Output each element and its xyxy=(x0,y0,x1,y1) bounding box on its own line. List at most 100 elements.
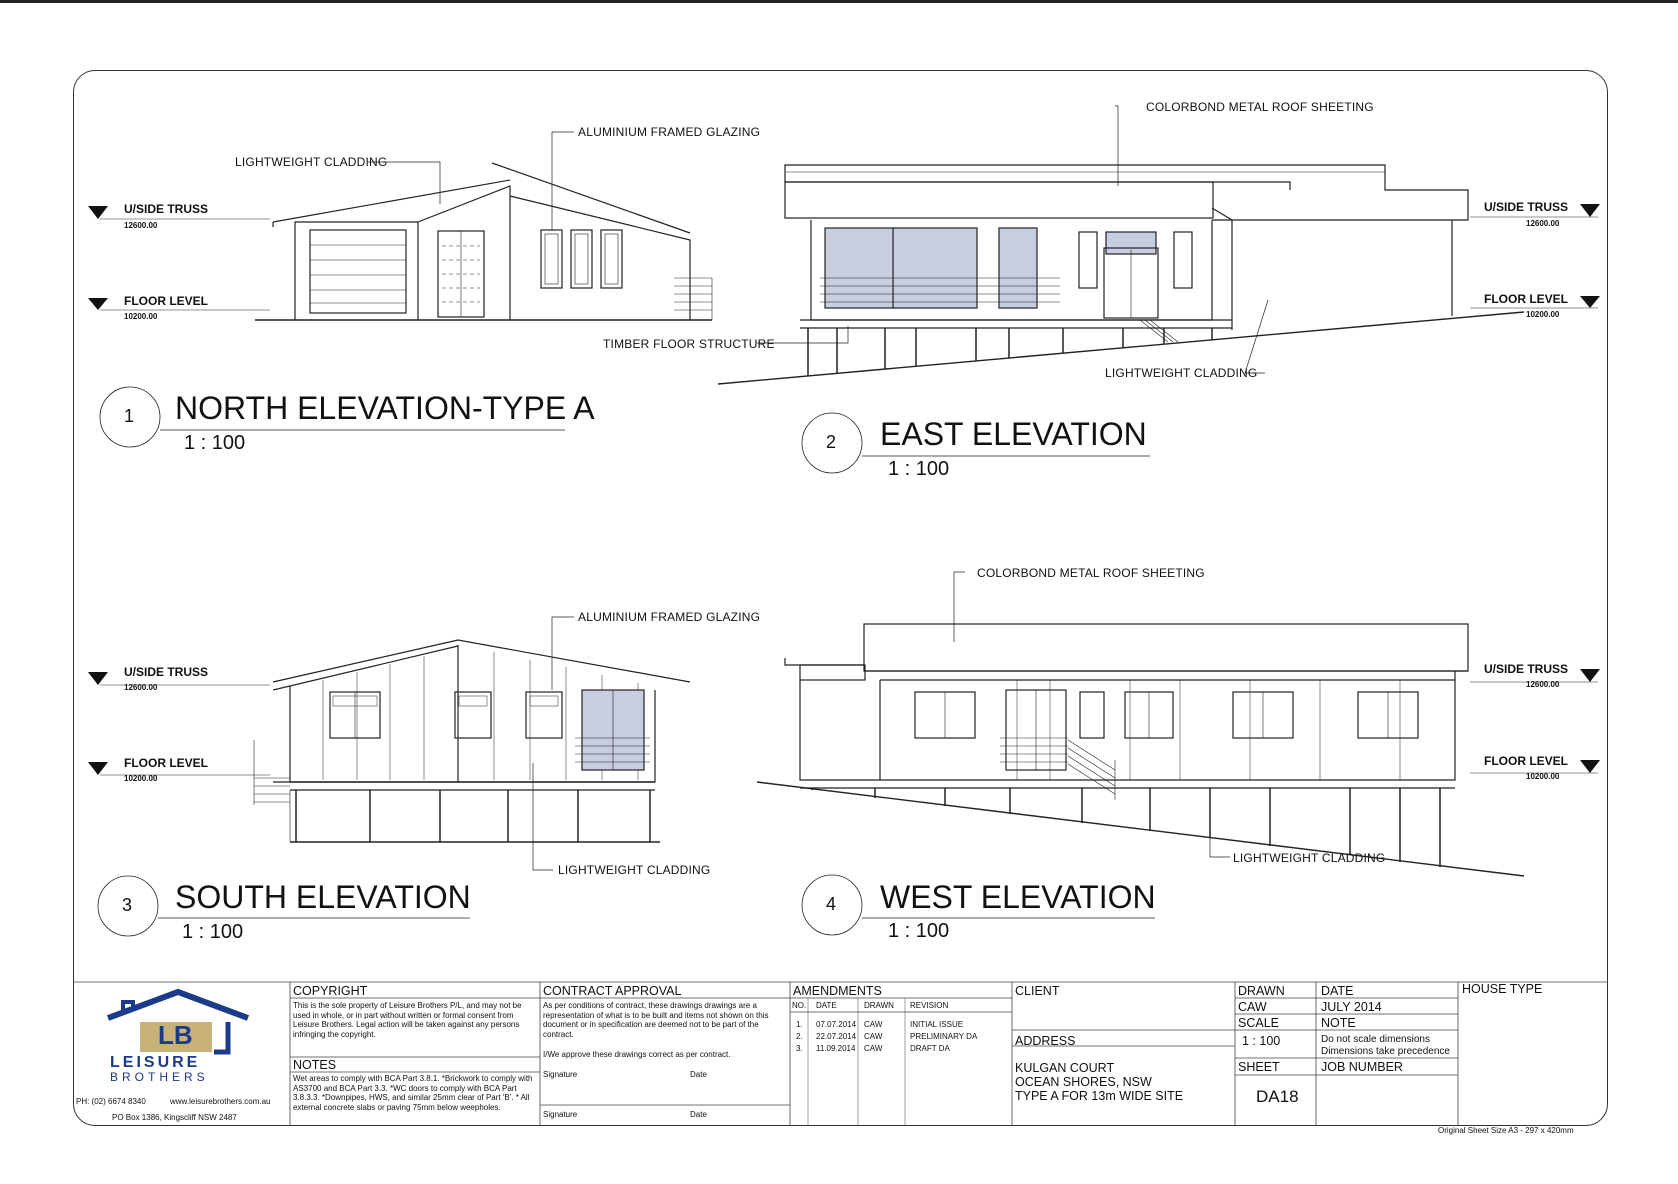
copyright-text: This is the sole property of Leisure Bro… xyxy=(293,1001,522,1039)
south-truss-value: 12600.00 xyxy=(124,683,158,692)
north-note-cladding: LIGHTWEIGHT CLADDING xyxy=(235,155,388,169)
amend-1-date: 07.07.2014 xyxy=(816,1020,857,1029)
south-floor-label: FLOOR LEVEL xyxy=(124,756,208,770)
east-note-roof: COLORBOND METAL ROOF SHEETING xyxy=(1146,100,1374,114)
east-truss-value: 12600.00 xyxy=(1526,219,1560,228)
west-truss-value: 12600.00 xyxy=(1526,680,1560,689)
west-note-cladding: LIGHTWEIGHT CLADDING xyxy=(1233,851,1386,865)
sheet-value: DA18 xyxy=(1256,1087,1299,1106)
date-label-1: Date xyxy=(690,1070,707,1079)
elevation-number-circles xyxy=(97,386,1155,937)
amend-2-date: 22.07.2014 xyxy=(816,1032,857,1041)
amend-col-drawn: DRAWN xyxy=(864,1001,894,1010)
south-elevation-drawing xyxy=(253,639,691,843)
notes-header: NOTES xyxy=(293,1058,337,1072)
contract-approval-header: CONTRACT APPROVAL xyxy=(543,984,682,998)
sheet-top-edge xyxy=(0,0,1678,3)
amend-col-date: DATE xyxy=(816,1001,837,1010)
logo-word-leisure: LEISURE xyxy=(110,1054,201,1071)
east-floor-label: FLOOR LEVEL xyxy=(1484,292,1568,306)
north-floor-value: 10200.00 xyxy=(124,312,158,321)
north-elevation-number: 1 xyxy=(124,406,135,426)
drawing-sheet-border xyxy=(73,70,1608,1126)
date-label-2: Date xyxy=(690,1110,707,1119)
north-truss-label: U/SIDE TRUSS xyxy=(124,202,209,216)
north-truss-value: 12600.00 xyxy=(124,221,158,230)
west-elevation-scale: 1 : 100 xyxy=(888,920,950,942)
west-note-roof: COLORBOND METAL ROOF SHEETING xyxy=(977,566,1205,580)
house-type-header: HOUSE TYPE xyxy=(1462,982,1543,996)
original-sheet-size: Original Sheet Size A3 - 297 x 420mm xyxy=(1438,1126,1574,1135)
contract-approval-text: As per conditions of contract, these dra… xyxy=(543,1001,769,1039)
notes-text: Wet areas to comply with BCA Part 3.8.1.… xyxy=(293,1074,533,1112)
south-truss-label: U/SIDE TRUSS xyxy=(124,665,209,679)
job-number-header: JOB NUMBER xyxy=(1321,1060,1403,1074)
copyright-header: COPYRIGHT xyxy=(293,984,368,998)
note-header: NOTE xyxy=(1321,1016,1356,1030)
sheet-header: SHEET xyxy=(1238,1060,1280,1074)
west-elevation-title: WEST ELEVATION xyxy=(880,879,1156,915)
logo-initials: LB xyxy=(158,1020,193,1050)
north-elevation-scale: 1 : 100 xyxy=(184,432,246,454)
west-truss-label: U/SIDE TRUSS xyxy=(1484,662,1569,676)
amend-3-date: 11.09.2014 xyxy=(816,1044,856,1053)
signature-label-2: Signature xyxy=(543,1110,578,1119)
note-line-2: Dimensions take precedence xyxy=(1321,1046,1450,1057)
address-line-2: OCEAN SHORES, NSW xyxy=(1015,1075,1152,1089)
north-elevation-title: NORTH ELEVATION-TYPE A xyxy=(175,390,595,426)
south-note-cladding: LIGHTWEIGHT CLADDING xyxy=(558,863,711,877)
contact-website[interactable]: www.leisurebrothers.com.au xyxy=(170,1097,271,1106)
amendments-header: AMENDMENTS xyxy=(793,984,882,998)
amend-1-drawn: CAW xyxy=(864,1020,883,1029)
leisure-brothers-logo xyxy=(106,988,250,1055)
note-leaders xyxy=(368,105,1269,871)
client-header: CLIENT xyxy=(1015,984,1060,998)
address-line-3: TYPE A FOR 13m WIDE SITE xyxy=(1015,1089,1184,1103)
note-line-1: Do not scale dimensions xyxy=(1321,1034,1430,1045)
date-value: JULY 2014 xyxy=(1321,1000,1382,1014)
signature-label-1: Signature xyxy=(543,1070,578,1079)
scale-header: SCALE xyxy=(1238,1016,1279,1030)
north-floor-label: FLOOR LEVEL xyxy=(124,294,208,308)
west-elevation-number: 4 xyxy=(826,894,837,914)
amend-col-revision: REVISION xyxy=(910,1001,949,1010)
south-elevation-scale: 1 : 100 xyxy=(182,921,244,943)
north-elevation-drawing xyxy=(255,162,713,321)
east-elevation-number: 2 xyxy=(826,432,837,452)
north-note-glazing: ALUMINIUM FRAMED GLAZING xyxy=(578,125,761,139)
contact-po-box: PO Box 1386, Kingscliff NSW 2487 xyxy=(112,1113,237,1122)
south-elevation-number: 3 xyxy=(122,895,133,915)
level-lines xyxy=(100,216,1598,776)
address-line-1: KULGAN COURT xyxy=(1015,1061,1115,1075)
drawn-value: CAW xyxy=(1238,1000,1267,1014)
amend-1-revision: INITIAL ISSUE xyxy=(910,1020,964,1029)
west-elevation-drawing xyxy=(756,623,1525,877)
amend-1-no: 1. xyxy=(796,1020,803,1029)
south-elevation-title: SOUTH ELEVATION xyxy=(175,879,471,915)
west-floor-value: 10200.00 xyxy=(1526,772,1560,781)
amend-2-revision: PRELIMINARY DA xyxy=(910,1032,978,1041)
amend-col-no: NO. xyxy=(792,1001,807,1010)
amend-3-no: 3. xyxy=(796,1044,803,1053)
south-note-glazing: ALUMINIUM FRAMED GLAZING xyxy=(578,610,761,624)
east-floor-value: 10200.00 xyxy=(1526,310,1560,319)
east-truss-label: U/SIDE TRUSS xyxy=(1484,200,1569,214)
contract-approve-statement: I/We approve these drawings correct as p… xyxy=(543,1050,731,1059)
drawn-header: DRAWN xyxy=(1238,984,1285,998)
address-header: ADDRESS xyxy=(1015,1034,1076,1048)
west-floor-label: FLOOR LEVEL xyxy=(1484,754,1568,768)
east-elevation-drawing xyxy=(717,164,1525,385)
east-elevation-scale: 1 : 100 xyxy=(888,458,950,480)
level-marker-triangles xyxy=(88,204,1600,775)
amend-2-no: 2. xyxy=(796,1032,803,1041)
logo-word-brothers: BROTHERS xyxy=(110,1070,209,1084)
east-note-cladding: LIGHTWEIGHT CLADDING xyxy=(1105,366,1258,380)
south-floor-value: 10200.00 xyxy=(124,774,158,783)
contact-phone: PH: (02) 6674 8340 xyxy=(76,1097,146,1106)
amend-2-drawn: CAW xyxy=(864,1032,883,1041)
east-elevation-title: EAST ELEVATION xyxy=(880,416,1147,452)
date-header: DATE xyxy=(1321,984,1354,998)
title-block-grid xyxy=(73,981,1608,1126)
east-note-floor-structure: TIMBER FLOOR STRUCTURE xyxy=(603,337,775,351)
